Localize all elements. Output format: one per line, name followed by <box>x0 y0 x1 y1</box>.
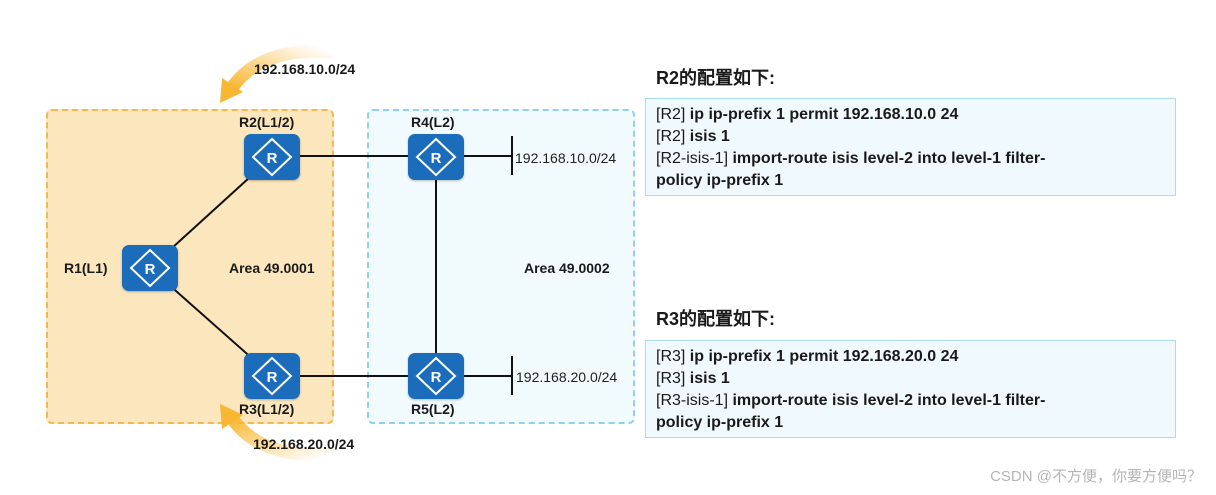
label-net-r4: 192.168.10.0/24 <box>515 150 617 166</box>
arrow-route-leak-bottom <box>225 411 337 462</box>
router-icon: R <box>129 248 171 288</box>
router-r4: R <box>408 134 464 180</box>
arrow-route-leak-top <box>225 44 337 95</box>
label-r2: R2(L1/2) <box>239 114 295 130</box>
router-icon: R <box>415 137 457 177</box>
svg-text:R: R <box>145 261 156 278</box>
arrow-head-bottom <box>220 404 243 429</box>
router-r5: R <box>408 353 464 399</box>
r2-config-title: R2的配置如下: <box>656 68 776 88</box>
label-area-1: Area 49.0001 <box>229 260 315 276</box>
r3-config-title: R3的配置如下: <box>656 309 776 329</box>
svg-text:R: R <box>267 150 278 167</box>
config-command: ip ip-prefix 1 permit 192.168.10.0 24 <box>689 106 959 123</box>
label-net-r5: 192.168.20.0/24 <box>516 369 618 385</box>
watermark: CSDN @不方便，你要方便吗？ <box>990 468 1202 485</box>
config-prefix: [R3] <box>656 348 686 365</box>
router-r3: R <box>244 353 300 399</box>
config-prefix: [R2] <box>656 128 686 145</box>
svg-text:R: R <box>267 369 278 386</box>
config-command: import-route isis level-2 into level-1 f… <box>732 150 1046 167</box>
label-r4: R4(L2) <box>411 114 455 130</box>
config-command: import-route isis level-2 into level-1 f… <box>732 392 1046 409</box>
r2-config-box: [R2] ip ip-prefix 1 permit 192.168.10.0 … <box>645 98 1176 196</box>
arrow-head-top <box>220 78 243 103</box>
config-command: isis 1 <box>689 128 730 145</box>
label-r5: R5(L2) <box>411 401 455 417</box>
config-command: ip ip-prefix 1 permit 192.168.20.0 24 <box>689 348 959 365</box>
config-line: policy ip-prefix 1 <box>656 170 1165 192</box>
router-icon: R <box>251 356 293 396</box>
config-line: [R3] ip ip-prefix 1 permit 192.168.20.0 … <box>656 346 1165 368</box>
config-line: [R3-isis-1] import-route isis level-2 in… <box>656 390 1165 412</box>
label-leak-r3: 192.168.20.0/24 <box>253 436 355 452</box>
config-line: [R3] isis 1 <box>656 368 1165 390</box>
config-line: [R2-isis-1] import-route isis level-2 in… <box>656 148 1165 170</box>
label-r3: R3(L1/2) <box>239 401 295 417</box>
svg-text:R: R <box>431 369 442 386</box>
config-prefix: [R2] <box>656 106 686 123</box>
r3-config-box: [R3] ip ip-prefix 1 permit 192.168.20.0 … <box>645 340 1176 438</box>
router-r1: R <box>122 245 178 291</box>
label-area-2: Area 49.0002 <box>524 260 610 276</box>
config-line: [R2] ip ip-prefix 1 permit 192.168.10.0 … <box>656 104 1165 126</box>
config-command: isis 1 <box>689 370 730 387</box>
config-prefix: [R3] <box>656 370 686 387</box>
router-icon: R <box>415 356 457 396</box>
router-icon: R <box>251 137 293 177</box>
config-line: [R2] isis 1 <box>656 126 1165 148</box>
config-line: policy ip-prefix 1 <box>656 412 1165 434</box>
config-command: policy ip-prefix 1 <box>656 414 784 431</box>
config-prefix: [R2-isis-1] <box>656 150 729 167</box>
config-command: policy ip-prefix 1 <box>656 172 784 189</box>
router-r2: R <box>244 134 300 180</box>
label-leak-r2: 192.168.10.0/24 <box>254 61 356 77</box>
config-prefix: [R3-isis-1] <box>656 392 729 409</box>
svg-text:R: R <box>431 150 442 167</box>
label-r1: R1(L1) <box>64 260 108 276</box>
